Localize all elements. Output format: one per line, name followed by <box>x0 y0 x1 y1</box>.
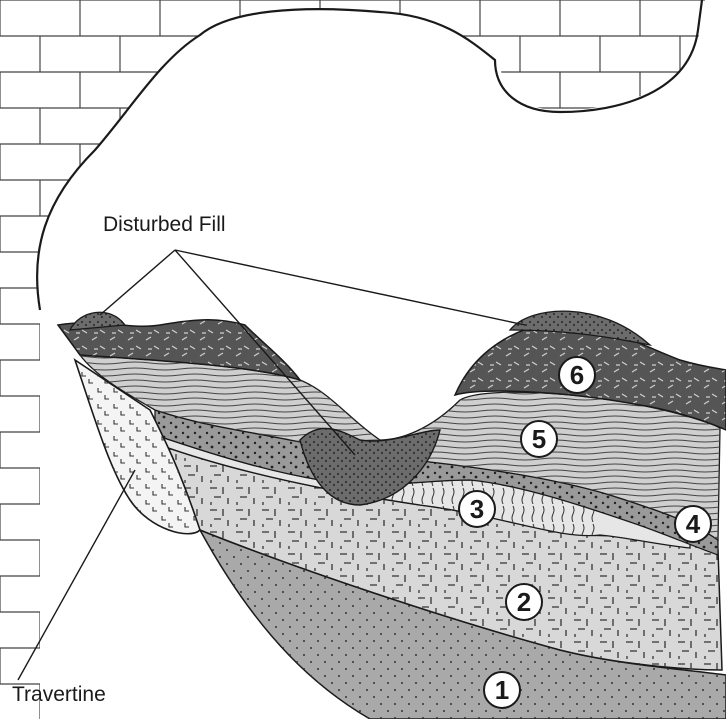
disturbed-fill-label: Disturbed Fill <box>103 213 226 237</box>
layer-1-marker: 1 <box>483 671 521 709</box>
layer-5-marker: 5 <box>520 420 558 458</box>
layer-6-marker: 6 <box>558 356 596 394</box>
layer-4-marker: 4 <box>674 505 712 543</box>
travertine-label: Travertine <box>12 683 106 707</box>
layer-2-marker: 2 <box>505 583 543 621</box>
layer-3-marker: 3 <box>458 490 496 528</box>
